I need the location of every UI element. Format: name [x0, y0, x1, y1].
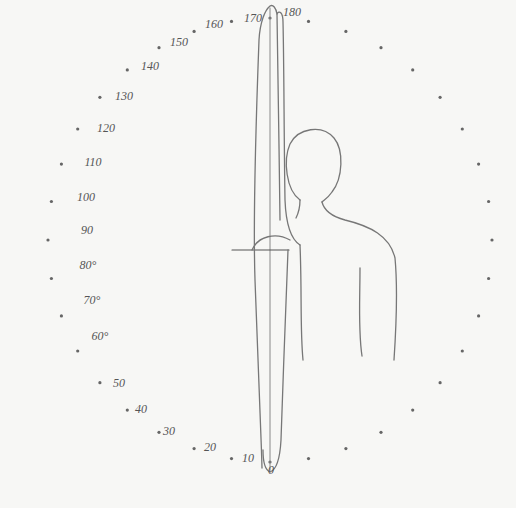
degree-dot [379, 431, 382, 434]
degree-label: 40 [135, 403, 147, 415]
degree-dot [50, 277, 53, 280]
degree-label: 140 [141, 60, 159, 72]
degree-label: 10 [242, 452, 254, 464]
degree-dot [230, 457, 233, 460]
degree-dot [487, 277, 490, 280]
degree-label: 150 [170, 36, 188, 48]
degree-label: 70° [84, 294, 101, 306]
degree-dot [60, 314, 63, 317]
degree-dot [477, 314, 480, 317]
degree-dot [157, 46, 160, 49]
degree-label: 80° [80, 259, 97, 271]
degree-dot [307, 457, 310, 460]
degree-dot [98, 96, 101, 99]
degree-dot [487, 200, 490, 203]
degree-dot [46, 238, 49, 241]
degree-dot [439, 96, 442, 99]
degree-dot [344, 30, 347, 33]
degree-dot [411, 68, 414, 71]
degree-dot [411, 409, 414, 412]
degree-dot [477, 163, 480, 166]
degree-dot [230, 20, 233, 23]
degree-dot [439, 381, 442, 384]
degree-dot [157, 431, 160, 434]
degree-dot [490, 238, 493, 241]
degree-dot [307, 20, 310, 23]
degree-label: 160 [205, 18, 223, 30]
degree-label: 60° [92, 330, 109, 342]
degree-dot [344, 447, 347, 450]
degree-label: 20 [204, 441, 216, 453]
degree-label: 130 [115, 90, 133, 102]
degree-label: 170 [244, 12, 262, 24]
degree-dot [76, 127, 79, 130]
degree-dot [126, 68, 129, 71]
degree-label: 110 [84, 156, 101, 168]
degree-label: 120 [97, 122, 115, 134]
degree-label: 180 [283, 6, 301, 18]
degree-dot [379, 46, 382, 49]
degree-label: 50 [113, 377, 125, 389]
degree-dot [193, 30, 196, 33]
degree-dot [193, 447, 196, 450]
degree-dot [98, 381, 101, 384]
degree-dot [50, 200, 53, 203]
degree-dot [461, 349, 464, 352]
degree-label: 100 [77, 191, 95, 203]
degree-dot [461, 127, 464, 130]
degree-label: 0 [268, 464, 274, 476]
degree-label: 90 [81, 224, 93, 236]
degree-dot [126, 409, 129, 412]
degree-dot [76, 349, 79, 352]
degree-label: 30 [163, 425, 175, 437]
degree-dot [60, 163, 63, 166]
